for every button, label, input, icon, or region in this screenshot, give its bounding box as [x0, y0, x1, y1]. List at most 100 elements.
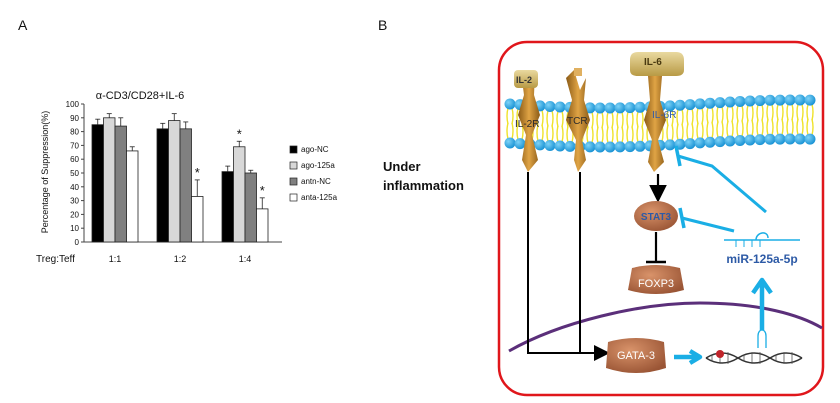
x-tick-label: 1:1	[109, 254, 122, 264]
il6-label: IL-6	[644, 57, 662, 68]
y-tick-label: 30	[70, 197, 79, 206]
mirna-label: miR-125a-5p	[726, 252, 797, 266]
lipid-head	[744, 95, 756, 107]
lipid-head	[724, 96, 736, 108]
lipid-head	[534, 139, 546, 151]
lipid-head	[764, 94, 776, 106]
panel-b-label: B	[378, 17, 388, 33]
bar-antn-NC-1:1	[114, 125, 127, 243]
lipid-head	[624, 141, 636, 153]
lipid-tail	[706, 122, 714, 139]
lipid-head	[694, 98, 706, 110]
gata3-binding-site	[716, 350, 724, 358]
lipid-head	[554, 140, 566, 152]
tcr-receptor: TCR	[566, 68, 590, 172]
lipid-head	[734, 95, 746, 107]
lipid-tail	[726, 120, 734, 138]
legend-label: anta-125a	[301, 193, 338, 202]
lipid-head	[604, 102, 616, 114]
lipid-tail	[756, 119, 764, 136]
lipid-tail	[636, 111, 644, 128]
lipid-head	[634, 140, 646, 152]
lipid-head	[614, 141, 626, 153]
lipid-head	[704, 97, 716, 109]
lipid-tail	[786, 103, 794, 121]
lipid-head	[614, 102, 626, 114]
legend-label: antn-NC	[301, 177, 331, 186]
y-tick-label: 70	[70, 141, 79, 150]
bar-ago-125a-1:2	[168, 120, 181, 243]
lipid-tail	[586, 126, 594, 144]
y-tick-label: 20	[70, 210, 79, 219]
bar-ago-NC-1:1	[91, 124, 104, 243]
bar-ago-NC-1:2	[156, 128, 169, 243]
lipid-head	[714, 136, 726, 148]
lipid-head	[714, 97, 726, 109]
side-label-line1: Under	[383, 159, 421, 174]
lipid-tail	[546, 125, 554, 142]
lipid-head	[634, 101, 646, 113]
lipid-tail	[596, 126, 604, 144]
il2-label: IL-2	[516, 75, 532, 85]
legend-swatch	[289, 161, 298, 170]
lipid-head	[604, 141, 616, 153]
lipid-tail	[766, 104, 774, 121]
lipid-tail	[776, 103, 784, 121]
x-axis-label: Treg:Teff	[36, 254, 75, 265]
lipid-head	[804, 133, 816, 145]
side-label-line2: inflammation	[383, 178, 464, 193]
lipid-head	[664, 139, 676, 151]
lipid-head	[544, 139, 556, 151]
lipid-head	[514, 138, 526, 150]
lipid-tail	[556, 125, 564, 143]
lipid-head	[664, 100, 676, 112]
lipid-head	[734, 134, 746, 146]
significance-star: *	[260, 183, 265, 198]
x-tick-label: 1:4	[239, 254, 252, 264]
y-tick-label: 0	[75, 238, 80, 247]
lipid-head	[774, 133, 786, 145]
lipid-head	[744, 134, 756, 146]
lipid-tail	[666, 124, 674, 141]
legend-swatch	[289, 177, 298, 186]
lipid-tail	[626, 111, 634, 128]
panel-a-label: A	[18, 17, 28, 33]
bar-antn-NC-1:4	[244, 172, 257, 243]
lipid-tail	[716, 121, 724, 138]
lipid-head	[784, 94, 796, 106]
il2r-label: IL-2R	[515, 119, 539, 130]
lipid-tail	[746, 119, 754, 137]
y-tick-label: 80	[70, 128, 79, 137]
significance-star: *	[195, 165, 200, 180]
lipid-tail	[606, 111, 614, 129]
tcr-label: TCR	[567, 116, 588, 127]
stat3-label: STAT3	[641, 212, 672, 223]
mirna-hairpin: miR-125a-5p	[724, 232, 800, 266]
lipid-head	[684, 138, 696, 150]
lipid-head	[554, 101, 566, 113]
lipid-head	[504, 137, 516, 149]
lipid-tail	[546, 110, 554, 127]
lipid-tail	[596, 111, 604, 129]
lipid-tail	[676, 109, 684, 126]
lipid-tail	[696, 107, 704, 125]
lipid-head	[794, 94, 806, 106]
lipid-tail	[666, 109, 674, 126]
y-tick-label: 60	[70, 155, 79, 164]
y-tick-label: 90	[70, 114, 79, 123]
lipid-head	[754, 95, 766, 107]
legend-swatch	[289, 193, 298, 202]
legend-label: ago-125a	[301, 161, 335, 170]
lipid-head	[764, 133, 776, 145]
lipid-tail	[636, 126, 644, 143]
lipid-head	[594, 102, 606, 114]
y-tick-label: 50	[70, 169, 79, 178]
nucleus-membrane	[508, 301, 823, 353]
lipid-head	[624, 102, 636, 114]
y-tick-label: 100	[66, 100, 80, 109]
lipid-tail	[696, 122, 704, 140]
lipid-head	[684, 99, 696, 111]
lipid-tail	[536, 124, 544, 142]
